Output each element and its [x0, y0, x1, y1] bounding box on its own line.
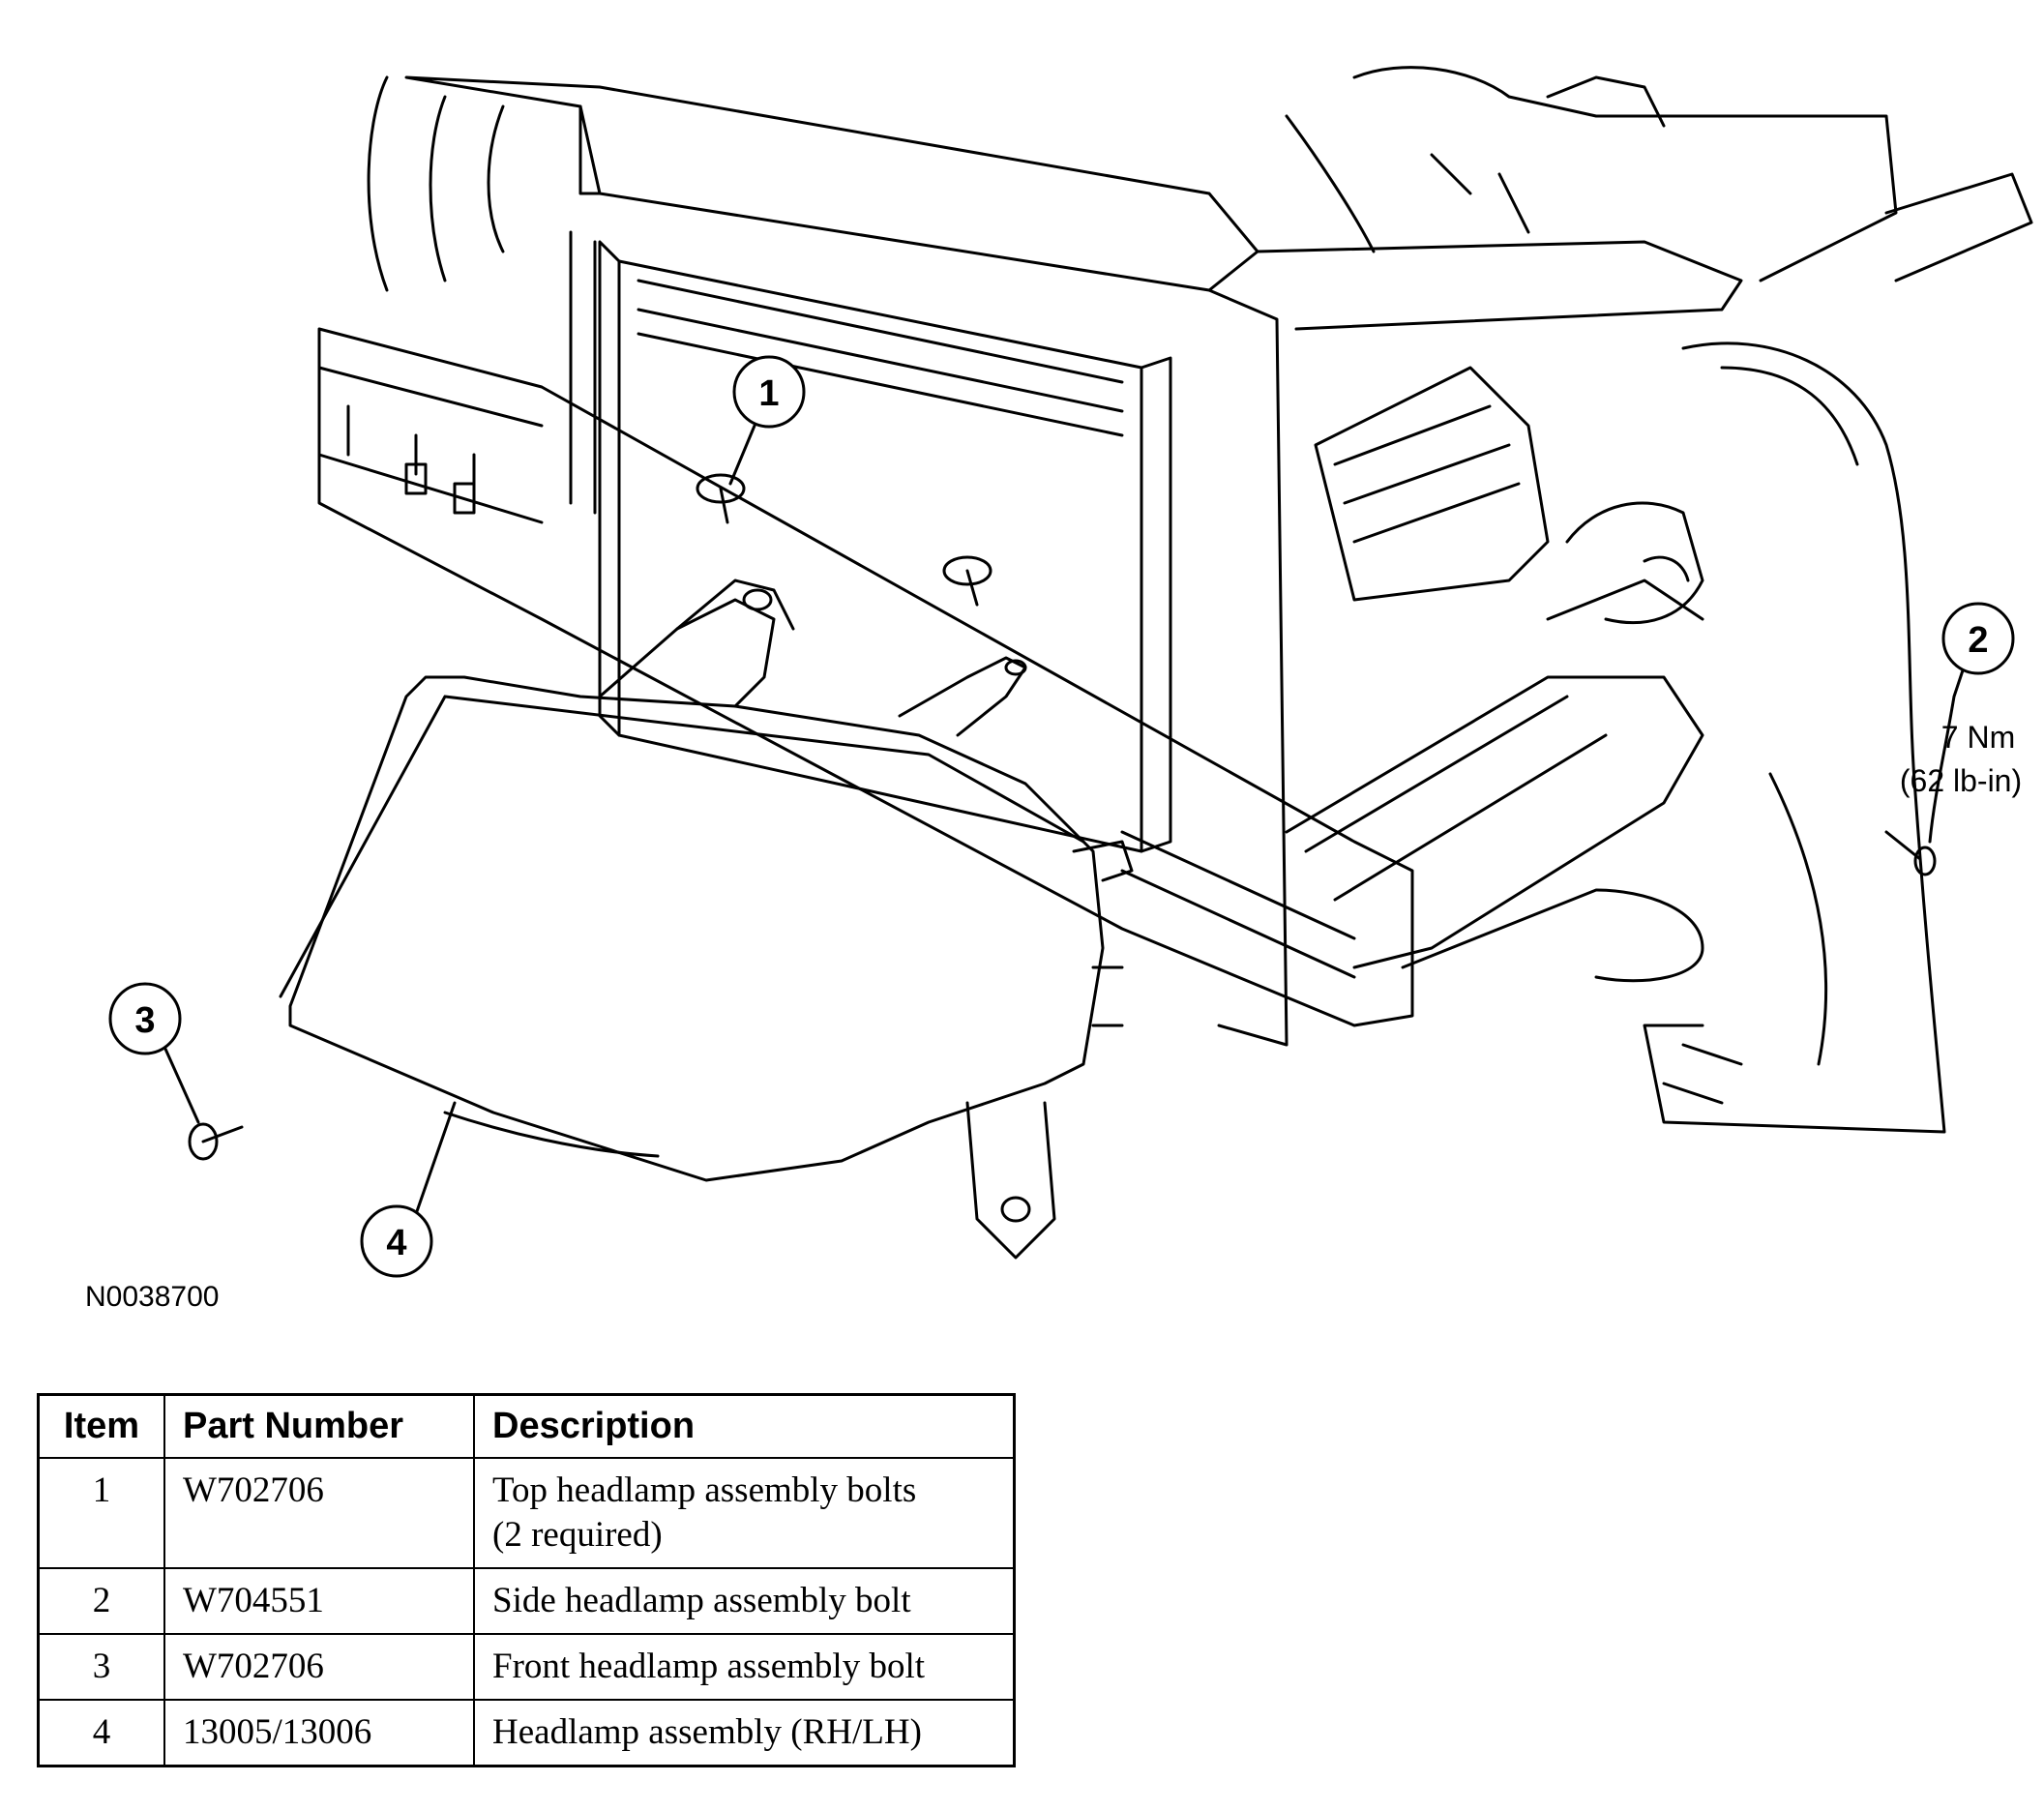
- exploded-view-diagram: 1 2 3 4 7 Nm (62 lb-in) N0038700: [85, 66, 2033, 1313]
- description-line-2: (2 required): [492, 1515, 663, 1555]
- radiator-support-drawing: [317, 66, 2033, 1134]
- cell-description: Headlamp assembly (RH/LH): [473, 1699, 1016, 1767]
- header-description: Description: [473, 1393, 1016, 1459]
- cell-description: Side headlamp assembly bolt: [473, 1567, 1016, 1635]
- torque-spec-lbin: (62 lb-in): [1900, 763, 2022, 798]
- bolt-item-3-drawing: [188, 1122, 244, 1161]
- callout-1-label: 1: [758, 373, 779, 414]
- cell-part-number: W704551: [163, 1567, 475, 1635]
- table-row: 3 W702706 Front headlamp assembly bolt: [37, 1633, 1016, 1701]
- callout-1: 1: [732, 355, 806, 429]
- header-part-number: Part Number: [163, 1393, 475, 1459]
- cell-description: Top headlamp assembly bolts (2 required): [473, 1457, 1016, 1569]
- cell-part-number: W702706: [163, 1457, 475, 1569]
- cell-item: 4: [37, 1699, 165, 1767]
- table-row: 1 W702706 Top headlamp assembly bolts (2 …: [37, 1457, 1016, 1569]
- cell-part-number: 13005/13006: [163, 1699, 475, 1767]
- bolt-item-1a-drawing: [696, 473, 746, 524]
- figure-id: N0038700: [85, 1281, 219, 1313]
- callout-4: 4: [360, 1204, 433, 1278]
- callout-3: 3: [108, 982, 182, 1055]
- headlamp-assembly-drawing: [279, 579, 1134, 1260]
- leader-line-3: [163, 1045, 200, 1124]
- cell-item: 3: [37, 1633, 165, 1701]
- torque-spec-nm: 7 Nm: [1941, 720, 2015, 755]
- header-item: Item: [37, 1393, 165, 1459]
- table-row: 4 13005/13006 Headlamp assembly (RH/LH): [37, 1699, 1016, 1767]
- cell-description: Front headlamp assembly bolt: [473, 1633, 1016, 1701]
- bolt-item-1b-drawing: [942, 555, 992, 607]
- leader-line-1: [728, 424, 756, 486]
- callout-2-label: 2: [1968, 620, 1988, 661]
- callout-2: 2: [1941, 602, 2015, 675]
- cell-item: 1: [37, 1457, 165, 1569]
- cell-part-number: W702706: [163, 1633, 475, 1701]
- callout-3-label: 3: [134, 1000, 155, 1041]
- parts-table: Item Part Number Description 1 W702706 T…: [37, 1393, 1016, 1767]
- description-line: Top headlamp assembly bolts: [492, 1470, 917, 1510]
- cell-item: 2: [37, 1567, 165, 1635]
- callout-4-label: 4: [386, 1223, 406, 1263]
- bolt-item-2-drawing: [1884, 830, 1937, 876]
- table-header-row: Item Part Number Description: [37, 1393, 1016, 1459]
- leader-line-2: [1928, 666, 1966, 844]
- table-row: 2 W704551 Side headlamp assembly bolt: [37, 1567, 1016, 1635]
- leader-line-4: [414, 1101, 457, 1216]
